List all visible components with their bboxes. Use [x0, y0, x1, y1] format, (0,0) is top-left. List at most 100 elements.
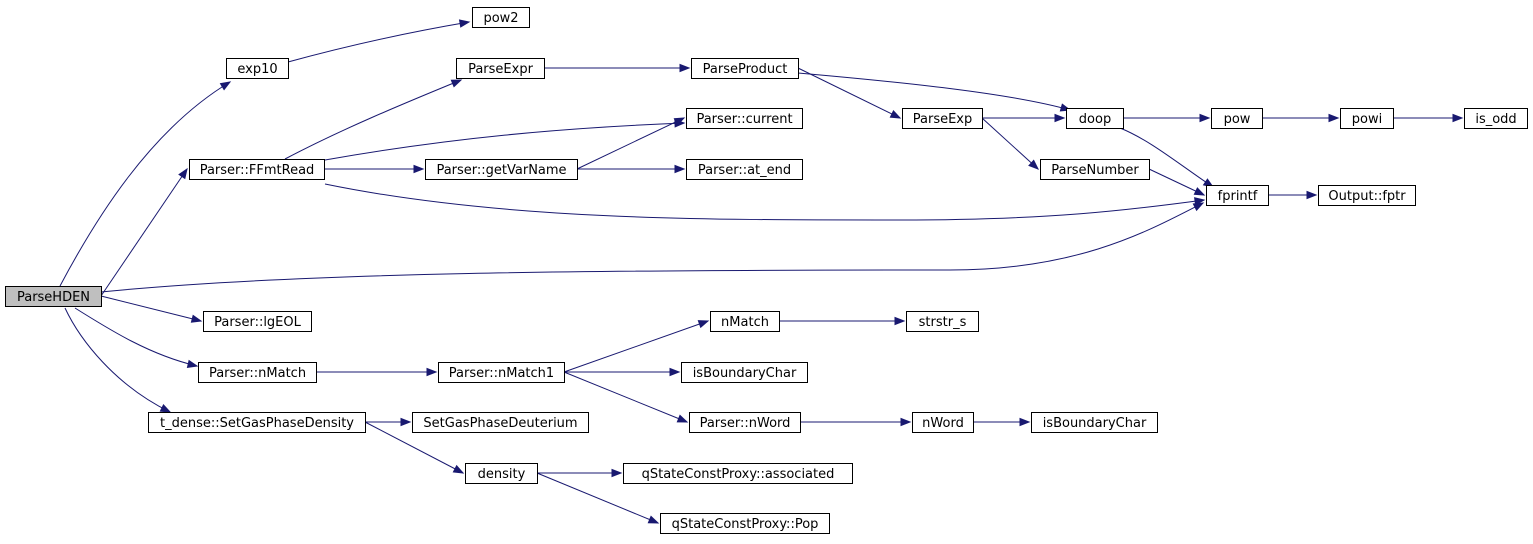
node-ParseProduct[interactable]: ParseProduct	[691, 58, 799, 79]
node-box[interactable]	[425, 159, 578, 180]
node-getVarName[interactable]: Parser::getVarName	[425, 159, 578, 180]
node-box[interactable]	[681, 362, 808, 383]
node-label: Parser::getVarName	[436, 163, 566, 178]
node-isBoundaryChar2[interactable]: isBoundaryChar	[1031, 412, 1158, 433]
node-fprintf[interactable]: fprintf	[1206, 185, 1269, 206]
arrowhead	[889, 110, 902, 119]
node-label: Parser::nMatch	[209, 366, 306, 381]
node-box[interactable]	[438, 362, 565, 383]
node-label: Parser::at_end	[698, 163, 791, 178]
arrowhead	[178, 167, 188, 180]
node-box[interactable]	[456, 58, 545, 79]
node-label: powi	[1352, 112, 1382, 127]
node-Pop[interactable]: qStateConstProxy::Pop	[660, 513, 830, 534]
edge-FFmtRead-to-fprintf	[324, 183, 1206, 221]
node-box[interactable]	[686, 159, 803, 180]
node-box[interactable]	[623, 463, 853, 484]
node-nMatch1[interactable]: Parser::nMatch1	[438, 362, 565, 383]
node-powi[interactable]: powi	[1340, 108, 1394, 129]
node-label: t_dense::SetGasPhaseDensity	[160, 416, 354, 431]
node-density[interactable]: density	[465, 463, 538, 484]
node-box[interactable]	[189, 159, 325, 180]
node-ParseExpr[interactable]: ParseExpr	[456, 58, 545, 79]
node-box[interactable]	[710, 311, 780, 332]
node-box[interactable]	[198, 362, 317, 383]
node-label: qStateConstProxy::Pop	[672, 517, 819, 532]
node-label: ParseNumber	[1051, 163, 1139, 178]
edge-nMatch1-to-P_nWord	[563, 371, 689, 423]
node-nWord[interactable]: nWord	[912, 412, 974, 433]
node-isBoundaryChar1[interactable]: isBoundaryChar	[681, 362, 808, 383]
node-box[interactable]	[148, 412, 366, 433]
node-box[interactable]	[1040, 159, 1150, 180]
node-label: pow2	[483, 11, 518, 26]
node-nMatch[interactable]: nMatch	[710, 311, 780, 332]
node-box[interactable]	[1464, 108, 1528, 129]
node-box[interactable]	[465, 463, 538, 484]
node-doop[interactable]: doop	[1066, 108, 1124, 129]
arrowhead	[452, 464, 465, 474]
node-strstr_s[interactable]: strstr_s	[906, 311, 979, 332]
edge-ParseHDEN-to-exp10	[59, 81, 232, 287]
edge-SetGasPhaseDensity-to-SetGasPhaseDeuterium	[365, 417, 412, 427]
node-box[interactable]	[689, 412, 801, 433]
node-box[interactable]	[472, 7, 530, 28]
node-box[interactable]	[1340, 108, 1394, 129]
edge-line	[74, 307, 198, 367]
node-label: doop	[1079, 112, 1111, 127]
node-ParseExp[interactable]: ParseExp	[902, 108, 983, 129]
node-ParseHDEN[interactable]: ParseHDEN	[5, 286, 102, 307]
node-box[interactable]	[1066, 108, 1124, 129]
node-SetGasPhaseDensity[interactable]: t_dense::SetGasPhaseDensity	[148, 412, 366, 433]
edge-line	[100, 202, 1204, 293]
node-box[interactable]	[906, 311, 979, 332]
node-exp10[interactable]: exp10	[226, 58, 289, 79]
node-box[interactable]	[1206, 185, 1269, 206]
node-at_end[interactable]: Parser::at_end	[686, 159, 803, 180]
node-label: ParseExp	[913, 112, 973, 127]
node-pow[interactable]: pow	[1211, 108, 1263, 129]
node-fptr[interactable]: Output::fptr	[1318, 185, 1416, 206]
node-box[interactable]	[1211, 108, 1263, 129]
node-box[interactable]	[1031, 412, 1158, 433]
edge-getVarName-to-current	[576, 117, 686, 170]
node-box[interactable]	[912, 412, 974, 433]
node-P_nMatch[interactable]: Parser::nMatch	[198, 362, 317, 383]
node-is_odd[interactable]: is_odd	[1464, 108, 1528, 129]
node-box[interactable]	[226, 58, 289, 79]
arrowhead	[159, 404, 172, 413]
edge-ParseHDEN-to-FFmtRead	[100, 167, 188, 297]
node-pow2[interactable]: pow2	[472, 7, 530, 28]
edge-line	[59, 81, 231, 287]
node-lgEOL[interactable]: Parser::lgEOL	[203, 311, 312, 332]
arrowhead	[1019, 417, 1031, 427]
edge-P_nMatch-to-nMatch1	[316, 367, 438, 377]
edge-nMatch-to-strstr_s	[779, 316, 906, 326]
edge-fprintf-to-fptr	[1268, 190, 1318, 200]
node-FFmtRead[interactable]: Parser::FFmtRead	[189, 159, 325, 180]
edge-ParseHDEN-to-SetGasPhaseDensity	[64, 307, 172, 413]
node-box[interactable]	[1318, 185, 1416, 206]
node-SetGasPhaseDeuterium[interactable]: SetGasPhaseDeuterium	[412, 412, 589, 433]
node-current[interactable]: Parser::current	[686, 108, 803, 129]
edge-line	[64, 307, 171, 413]
node-box[interactable]	[902, 108, 983, 129]
node-P_nWord[interactable]: Parser::nWord	[689, 412, 801, 433]
node-box[interactable]	[686, 108, 803, 129]
arrowhead	[669, 367, 681, 377]
node-box[interactable]	[203, 311, 312, 332]
node-box[interactable]	[691, 58, 799, 79]
node-label: Parser::nMatch1	[449, 366, 554, 381]
node-ParseNumber[interactable]: ParseNumber	[1040, 159, 1150, 180]
node-label: SetGasPhaseDeuterium	[423, 416, 577, 431]
arrowhead	[676, 414, 689, 423]
node-associated[interactable]: qStateConstProxy::associated	[623, 463, 853, 484]
arrowhead	[900, 417, 912, 427]
node-box[interactable]	[660, 513, 830, 534]
node-box[interactable]	[412, 412, 589, 433]
edge-nMatch1-to-nMatch	[563, 320, 710, 373]
arrowhead	[1054, 113, 1066, 123]
node-box[interactable]	[5, 286, 102, 307]
edge-ParseExpr-to-ParseProduct	[544, 63, 691, 73]
